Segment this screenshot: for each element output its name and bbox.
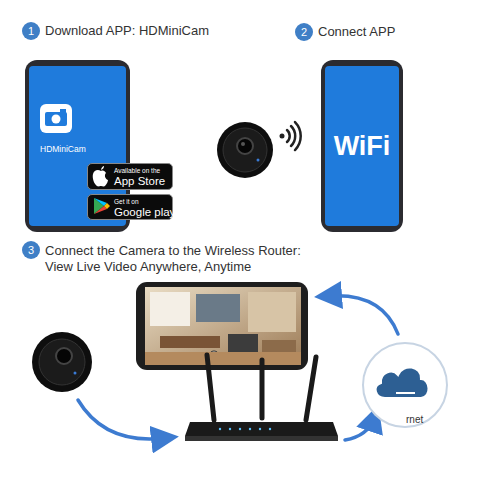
wifi-signal-part [295, 122, 301, 150]
phone-download-part [60, 109, 66, 113]
live-video-phone-part [145, 287, 301, 365]
node-text: 2 [295, 23, 313, 41]
apple-logo-part [93, 170, 108, 186]
phone-download-part [45, 112, 67, 126]
node-text: Get it on [114, 198, 172, 206]
wireless-router-part-part [269, 428, 271, 430]
wireless-router-part-part [239, 428, 241, 430]
flow-arrow [78, 296, 398, 440]
live-video-phone-part [145, 352, 301, 365]
node-text: App Store [114, 175, 172, 188]
store-badge: Get it onGoogle play [87, 194, 173, 220]
flow-arrow-part [345, 418, 374, 440]
mini-camera-part [217, 122, 273, 178]
wireless-router-part-part [259, 428, 261, 430]
play-logo-part [104, 203, 110, 209]
wireless-router-part [219, 428, 271, 430]
phone-download-part [52, 115, 61, 124]
live-video-phone-part [136, 282, 308, 370]
internet-circle: rnet [362, 342, 448, 428]
mini-camera [32, 332, 92, 392]
step-heading: Download APP: HDMiniCam [45, 23, 285, 39]
cloud-icon [376, 367, 429, 398]
live-video-phone-part [160, 336, 220, 348]
apple-logo-part [101, 166, 104, 170]
phone-wifi-part [321, 60, 403, 232]
store-badge: Available on theApp Store [87, 163, 173, 190]
mini-camera-part [39, 339, 85, 385]
play-logo [94, 198, 110, 214]
play-logo-part [94, 198, 107, 206]
phone-wifi [321, 60, 403, 232]
node-text: 3 [22, 241, 40, 259]
step-heading: Connect APP [318, 24, 468, 40]
apple-logo [93, 166, 108, 186]
step-number: 2 [295, 23, 313, 41]
wireless-router-part [260, 360, 265, 418]
mini-camera-part [32, 332, 92, 392]
cloud-icon-part [396, 392, 415, 394]
node-text: 1 [22, 22, 40, 40]
play-logo-part [94, 198, 104, 214]
wireless-router-part-part [249, 428, 251, 430]
wifi-signal-part [280, 134, 285, 139]
live-video-phone [136, 282, 308, 370]
node-text: WiFi [334, 131, 391, 162]
node-text: Available on the [114, 167, 172, 175]
wifi-screen: WiFi [325, 66, 399, 226]
flow-arrow-part [328, 296, 398, 334]
cloud-icon-part [376, 367, 429, 398]
wireless-router-part [185, 422, 338, 436]
wireless-router [185, 355, 338, 441]
mini-camera-part [241, 142, 245, 146]
step-number: 3 [22, 241, 40, 259]
wireless-router-part [185, 436, 338, 441]
phone-wifi-part [325, 66, 399, 226]
mini-camera [217, 122, 273, 178]
wireless-router-part-part [219, 428, 221, 430]
wifi-signal-part [291, 126, 295, 146]
step-number: 1 [22, 22, 40, 40]
node-text: rnet [406, 414, 423, 425]
wireless-router-part [306, 357, 316, 420]
mini-camera-part [74, 372, 77, 375]
mini-camera-part [237, 138, 253, 154]
phone-download-part [40, 104, 72, 133]
step-heading: Connect the Camera to the Wireless Route… [45, 243, 317, 275]
live-video-phone-part [248, 292, 296, 332]
play-logo-part [94, 206, 107, 214]
mini-camera-part [257, 159, 260, 162]
wifi-signal [280, 122, 301, 150]
node-text: Google play [114, 206, 172, 219]
mini-camera-part [56, 348, 72, 364]
wifi-signal-part [287, 130, 290, 142]
live-video-phone-part [150, 292, 190, 326]
flow-arrow-part [78, 400, 165, 439]
node-text: HDMiniCam [40, 144, 126, 154]
mini-camera-part [223, 128, 267, 172]
live-video-phone-part [196, 294, 240, 322]
wireless-router-part [207, 355, 214, 420]
wireless-router-part-part [229, 428, 231, 430]
